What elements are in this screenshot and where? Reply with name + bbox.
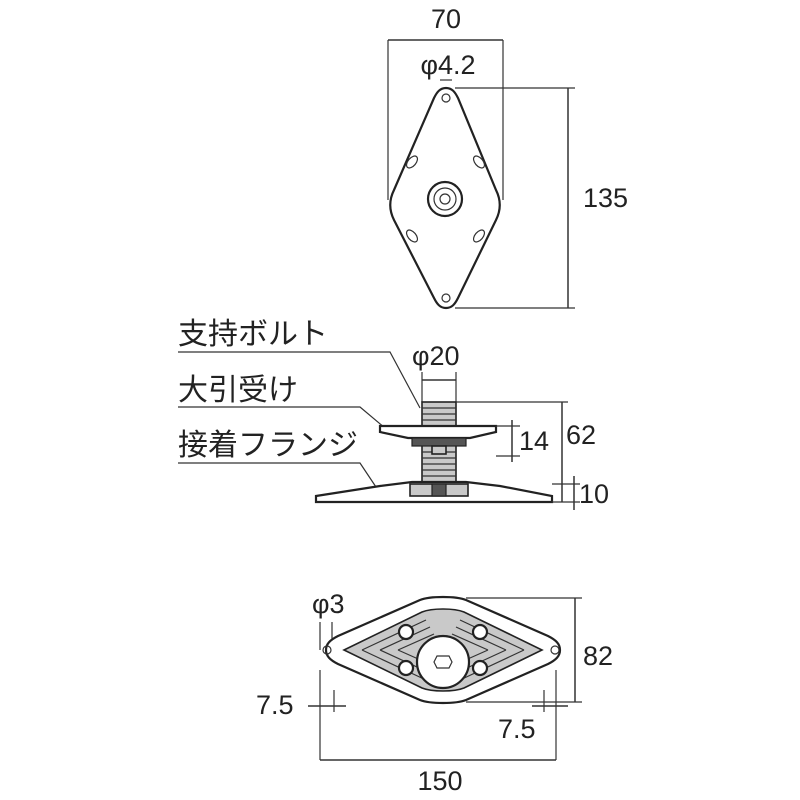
offset-right-label: 7.5 [498, 714, 536, 744]
callout-support-bolt: 支持ボルト [178, 317, 328, 352]
bottom-height-label: 82 [583, 641, 613, 671]
bottom-width-label: 150 [417, 766, 462, 796]
joist-receiver-plate [378, 424, 498, 440]
top-height-label: 135 [583, 183, 628, 213]
bolt-diameter-label: φ20 [412, 341, 460, 371]
side-view: 支持ボルト 大引受け 接着フランジ φ20 14 [178, 317, 609, 510]
callout-joist-receiver: 大引受け [178, 373, 298, 408]
top-hole-label: φ4.2 [420, 50, 475, 80]
base-thickness-label: 10 [579, 479, 609, 509]
bottom-hole-label: φ3 [312, 589, 345, 619]
flange-thickness-label: 14 [519, 426, 549, 456]
bottom-view: φ3 82 7.5 7.5 [256, 589, 613, 796]
top-width-label: 70 [431, 4, 461, 34]
top-view: 70 φ4.2 135 [387, 4, 628, 310]
callout-adhesive-flange: 接着フランジ [178, 428, 358, 463]
total-height-label: 62 [566, 420, 596, 450]
offset-left-label: 7.5 [256, 690, 294, 720]
